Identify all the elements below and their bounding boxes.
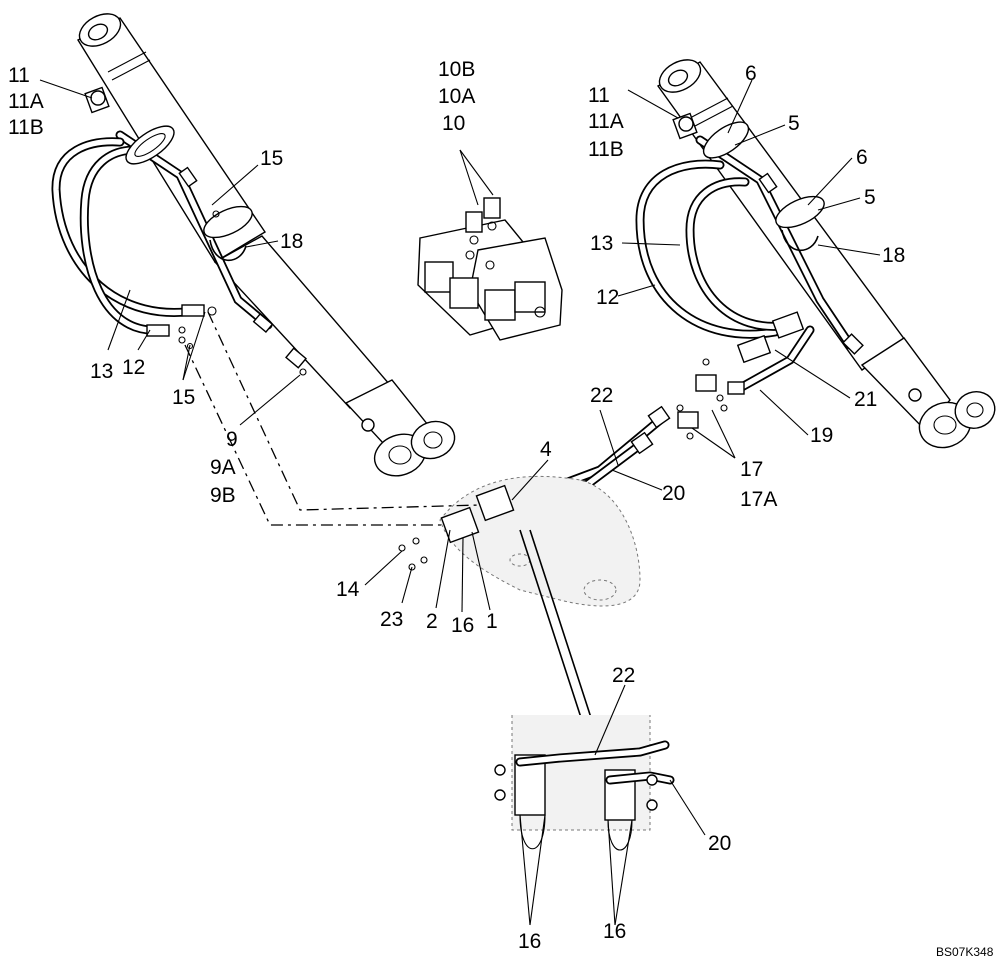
label-1: 1 xyxy=(486,610,498,633)
label-11b-left: 11B xyxy=(8,116,44,139)
right-hoses xyxy=(635,159,795,339)
label-11b-right: 11B xyxy=(588,138,624,161)
label-2: 2 xyxy=(426,610,438,633)
label-20-detail: 20 xyxy=(708,832,731,855)
chassis-mount-bracket xyxy=(439,475,641,607)
right-clamp-lower xyxy=(775,195,825,252)
label-13-right: 13 xyxy=(590,232,613,255)
label-11a-right: 11A xyxy=(588,110,624,133)
label-11-left: 11 xyxy=(8,64,30,87)
label-17a: 17A xyxy=(740,488,777,511)
left-elbow-fitting xyxy=(84,86,110,114)
label-10a: 10A xyxy=(438,85,475,108)
label-14: 14 xyxy=(336,578,360,601)
label-18-left: 18 xyxy=(280,230,303,253)
bulkhead-fittings xyxy=(398,484,515,571)
label-16-main: 16 xyxy=(451,614,474,637)
detail-view xyxy=(494,715,675,851)
label-13-left: 13 xyxy=(90,360,113,383)
label-22-detail: 22 xyxy=(612,664,635,687)
label-10b: 10B xyxy=(438,58,475,81)
left-lift-cylinder xyxy=(77,13,456,477)
label-4: 4 xyxy=(540,438,552,461)
label-11a-left: 11A xyxy=(8,90,44,113)
right-steel-tube xyxy=(695,135,864,355)
label-6-upper-right: 6 xyxy=(745,62,757,85)
label-15-upper-left: 15 xyxy=(260,147,283,170)
label-21: 21 xyxy=(854,388,877,411)
label-9b: 9B xyxy=(210,484,236,507)
label-18-right: 18 xyxy=(882,244,905,267)
label-5-upper-right: 5 xyxy=(788,112,800,135)
label-15-lower-left: 15 xyxy=(172,386,195,409)
label-20-main: 20 xyxy=(662,482,685,505)
right-elbow-fitting xyxy=(672,112,698,140)
left-clamp-lower xyxy=(203,205,253,262)
leader-lines xyxy=(39,79,881,926)
elbow-fitting-17 xyxy=(676,358,728,440)
left-orings xyxy=(178,210,307,376)
label-16-detail-left: 16 xyxy=(518,930,541,953)
label-9a: 9A xyxy=(210,456,236,479)
label-9: 9 xyxy=(226,428,238,451)
right-short-hose xyxy=(727,325,815,395)
callout-labels: 11 11A 11B 15 18 13 12 15 9 9A 9B 10B 10… xyxy=(8,58,905,953)
label-16-detail-right: 16 xyxy=(603,920,626,943)
label-23: 23 xyxy=(380,608,403,631)
label-12-right: 12 xyxy=(596,286,619,309)
left-clamp-upper xyxy=(125,125,175,165)
control-valve xyxy=(417,197,563,341)
right-lift-cylinder xyxy=(656,59,996,449)
label-17: 17 xyxy=(740,458,763,481)
label-10: 10 xyxy=(442,112,465,135)
label-6-mid-right: 6 xyxy=(856,146,868,169)
label-5-mid-right: 5 xyxy=(864,186,876,209)
routing-lines xyxy=(184,311,596,731)
drawing-code: BS07K348 xyxy=(936,945,994,959)
label-12-left: 12 xyxy=(122,356,145,379)
right-tee-block xyxy=(736,311,805,364)
label-19: 19 xyxy=(810,424,833,447)
right-clamp-upper xyxy=(702,121,750,159)
label-22-main: 22 xyxy=(590,384,613,407)
label-11-right: 11 xyxy=(588,84,610,107)
left-hoses xyxy=(51,137,217,337)
